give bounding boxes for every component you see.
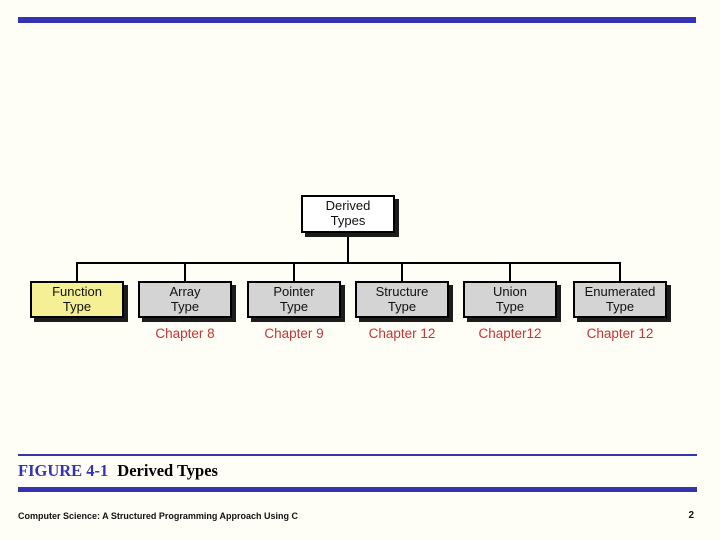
caption-divider-bottom (18, 487, 697, 492)
node-label-line: Structure (375, 283, 429, 299)
chapter-label-enumerated: Chapter 12 (586, 326, 654, 341)
chapter-label-array: Chapter 8 (155, 326, 215, 341)
connector-stub (401, 263, 403, 281)
node-label-line: Union (493, 283, 527, 299)
node-union-type: Union Type (463, 281, 557, 318)
caption-divider-top (18, 454, 697, 456)
connector-stub (293, 263, 295, 281)
node-pointer-type: Pointer Type (247, 281, 341, 318)
node-label-line: Enumerated (584, 283, 656, 299)
figure-caption: FIGURE 4-1 Derived Types (18, 461, 218, 481)
node-enumerated-type: Enumerated Type (573, 281, 667, 318)
page-number: 2 (688, 510, 694, 521)
node-label-line: Type (495, 298, 525, 314)
figure-title: Derived Types (117, 461, 218, 480)
top-accent-bar (18, 17, 696, 23)
node-label-line: Derived (325, 198, 371, 214)
book-title: Computer Science: A Structured Programmi… (18, 511, 299, 521)
connector-stub (509, 263, 511, 281)
chapter-label-pointer: Chapter 9 (264, 326, 324, 341)
connector-stub (619, 263, 621, 281)
node-array-type: Array Type (138, 281, 232, 318)
node-label-line: Type (387, 298, 417, 314)
chapter-label-union: Chapter12 (478, 326, 542, 341)
node-label-line: Types (330, 213, 366, 228)
node-label-line: Type (170, 298, 200, 314)
connector-stub (184, 263, 186, 281)
node-label-line: Pointer (273, 283, 315, 299)
node-label-line: Type (279, 298, 309, 314)
node-label-line: Type (62, 298, 92, 314)
node-label-line: Type (605, 298, 635, 314)
node-label-line: Function (52, 283, 102, 299)
chapter-label-structure: Chapter 12 (368, 326, 436, 341)
node-function-type: Function Type (30, 281, 124, 318)
figure-number: FIGURE 4-1 (18, 461, 109, 480)
connector-horizontal (76, 262, 621, 264)
node-derived-types: Derived Types (301, 195, 395, 233)
node-label-line: Array (169, 283, 201, 299)
connector-root (347, 234, 349, 263)
node-structure-type: Structure Type (355, 281, 449, 318)
connector-stub (76, 263, 78, 281)
